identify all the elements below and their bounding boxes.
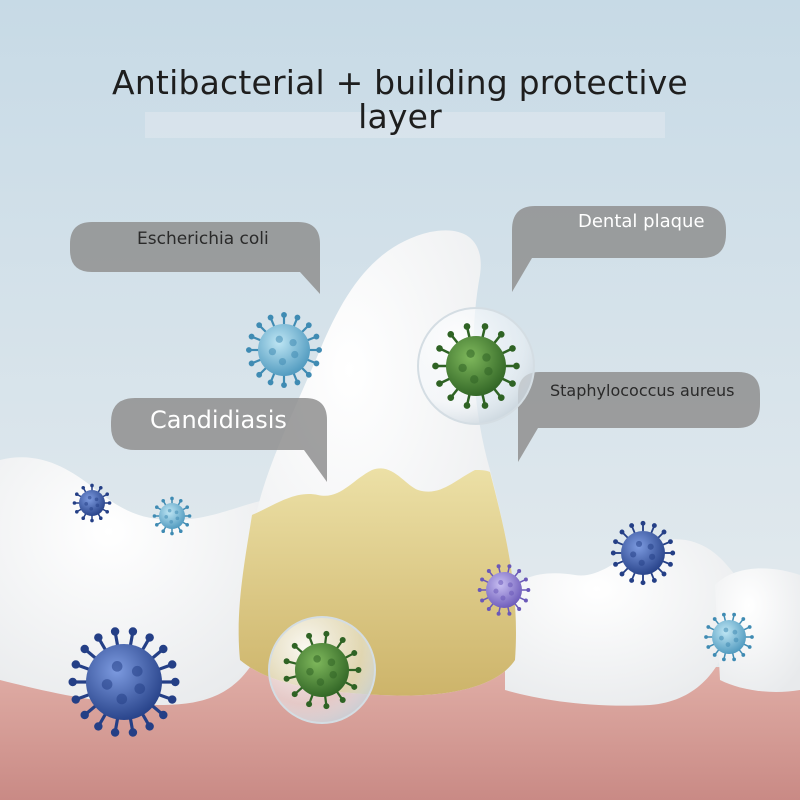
label-staphylococcus-aureus: Staphylococcus aureus xyxy=(550,381,735,400)
germ-green-lower xyxy=(283,630,362,710)
headline: Antibacterial + building protective laye… xyxy=(0,66,800,134)
headline-line-1: Antibacterial + building protective xyxy=(112,63,688,102)
callout-bubble-staphylococcus xyxy=(518,372,760,462)
label-dental-plaque: Dental plaque xyxy=(578,211,705,232)
label-escherichia-coli: Escherichia coli xyxy=(137,229,269,249)
germ-cyan-coli xyxy=(246,312,322,388)
germ-green-upper xyxy=(432,323,520,409)
germ-cyan-right xyxy=(704,612,754,662)
headline-line-2: layer xyxy=(358,97,442,136)
right-molar-1 xyxy=(505,539,736,706)
germ-cyan-small-left xyxy=(152,496,192,536)
label-candidiasis: Candidiasis xyxy=(150,406,287,434)
right-molar-2 xyxy=(715,568,800,692)
callout-bubble-candidiasis xyxy=(111,398,327,482)
left-molar xyxy=(0,457,272,705)
germ-blue-small-left xyxy=(72,483,112,523)
callout-bubble-dental-plaque xyxy=(512,206,726,292)
germ-blue-right xyxy=(610,520,676,586)
germ-blue-large-left xyxy=(68,627,180,737)
callout-bubble-escherichia-coli xyxy=(70,222,320,294)
germ-purple-right xyxy=(477,564,531,616)
headline-band xyxy=(145,112,665,138)
